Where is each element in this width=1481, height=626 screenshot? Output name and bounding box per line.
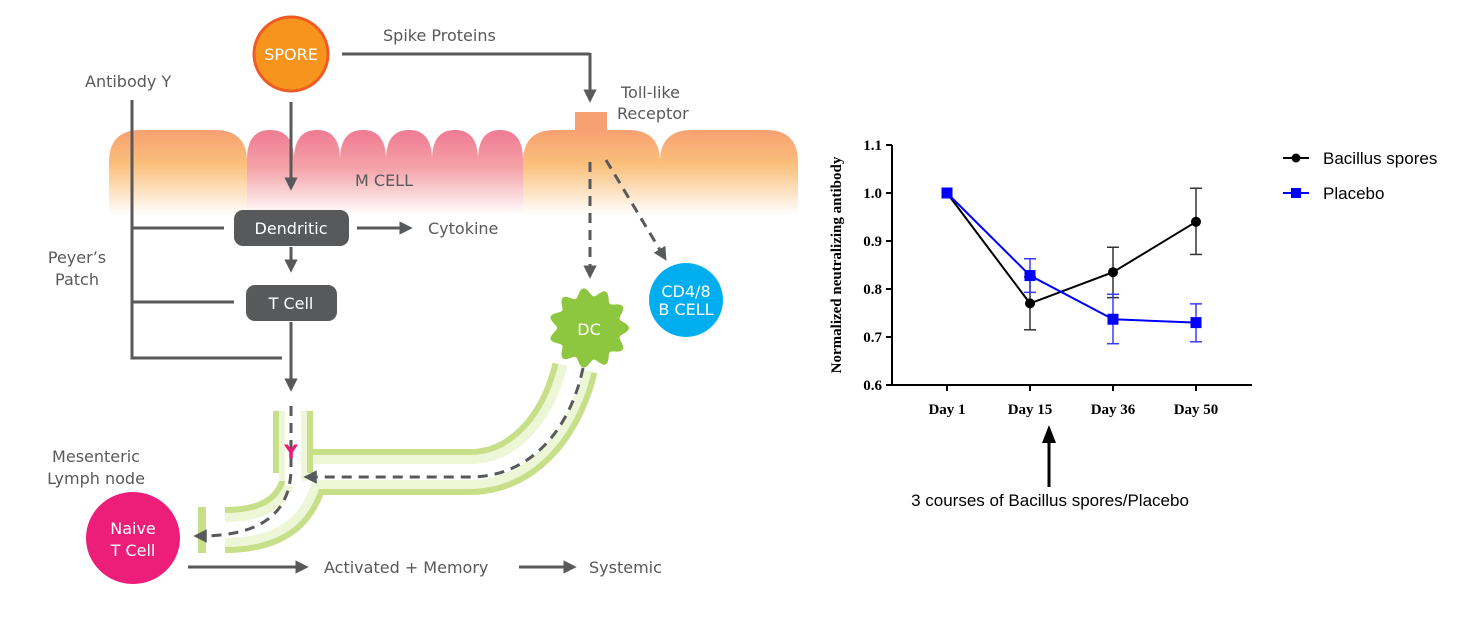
legend-label: Placebo [1323,184,1384,203]
patch-label: Patch [55,270,99,289]
naive-t-cell-node: Naive T Cell [86,492,180,584]
svg-text:Naive: Naive [110,519,156,538]
antibody-y-mark: Y [283,441,298,463]
x-tick-label: Day 36 [1091,402,1136,418]
data-point [1025,298,1035,309]
lymph-node-label: Lymph node [47,469,145,488]
y-tick-label: 1.1 [863,138,882,154]
series-line [946,192,1197,324]
dc-to-lymph-dashed-arrow [303,367,585,484]
svg-text:Dendritic: Dendritic [255,219,328,238]
chart-annotation: 3 courses of Bacillus spores/Placebo [911,425,1189,510]
legend-marker [1291,188,1301,198]
dc-node: DC [550,288,629,368]
x-tick-label: Day 15 [1008,402,1053,418]
chart-series [941,187,1202,345]
cd48-b-cell-node: CD4/8 B CELL [649,263,723,337]
receptor-to-bcell-dashed-arrow [604,159,667,261]
lymph-vessel [198,362,598,553]
lymph-to-naive-dashed-arrow [193,406,293,543]
y-tick-label: 0.8 [863,282,882,298]
svg-text:CD4/8: CD4/8 [661,282,710,301]
svg-text:B CELL: B CELL [658,300,713,319]
epithelial-cell [109,130,247,215]
data-point [941,187,953,199]
y-axis-title: Normalized neutralizing antibody [829,156,845,373]
toll-like-label: Toll-like [620,83,680,102]
data-point [1190,317,1202,329]
chart-axes [886,144,1252,391]
immune-pathway-diagram: M CELL SPORE Spike Proteins Toll-like Re… [47,15,798,584]
annotation-arrowhead [1042,425,1056,443]
y-tick-label: 0.9 [863,234,882,250]
svg-text:T Cell: T Cell [110,541,156,560]
mesenteric-label: Mesenteric [52,447,140,466]
svg-text:SPORE: SPORE [264,45,318,64]
y-tick-label: 0.7 [863,330,882,346]
data-point [1024,270,1036,282]
toll-like-receptor [575,112,607,132]
x-tick-labels: Day 1 Day 15 Day 36 Day 50 [928,402,1218,418]
svg-text:T Cell: T Cell [268,294,314,313]
spore-node: SPORE [252,15,330,93]
activated-memory-label: Activated + Memory [324,558,488,577]
x-tick-label: Day 1 [928,402,965,418]
epithelial-cell [660,130,798,215]
legend-label: Bacillus spores [1323,149,1437,168]
t-cell-node: T Cell [246,285,337,321]
data-point [1191,216,1201,227]
epithelium: M CELL [109,112,798,215]
peyers-label: Peyer’s [48,248,106,267]
receptor-label: Receptor [617,104,689,123]
spike-proteins-label: Spike Proteins [383,26,496,45]
cytokine-label: Cytokine [428,219,498,238]
data-point [1108,267,1118,278]
legend-marker [1291,153,1301,163]
annotation-text: 3 courses of Bacillus spores/Placebo [911,491,1189,510]
m-cell-group [247,130,523,215]
m-cell-label: M CELL [355,171,413,190]
antibody-y-label: Antibody Y [85,72,171,91]
series-line [946,192,1197,305]
systemic-label: Systemic [589,558,662,577]
x-tick-label: Day 50 [1174,402,1219,418]
antibody-bracket [130,100,282,360]
y-tick-labels: 0.6 0.7 0.8 0.9 1.0 1.1 [863,138,882,394]
y-tick-label: 1.0 [863,186,882,202]
series-bacillus-spores [942,187,1202,331]
data-point [1107,313,1119,325]
series-placebo [941,187,1202,345]
y-tick-label: 0.6 [863,378,882,394]
dendritic-node: Dendritic [234,210,349,246]
svg-text:DC: DC [577,320,601,339]
